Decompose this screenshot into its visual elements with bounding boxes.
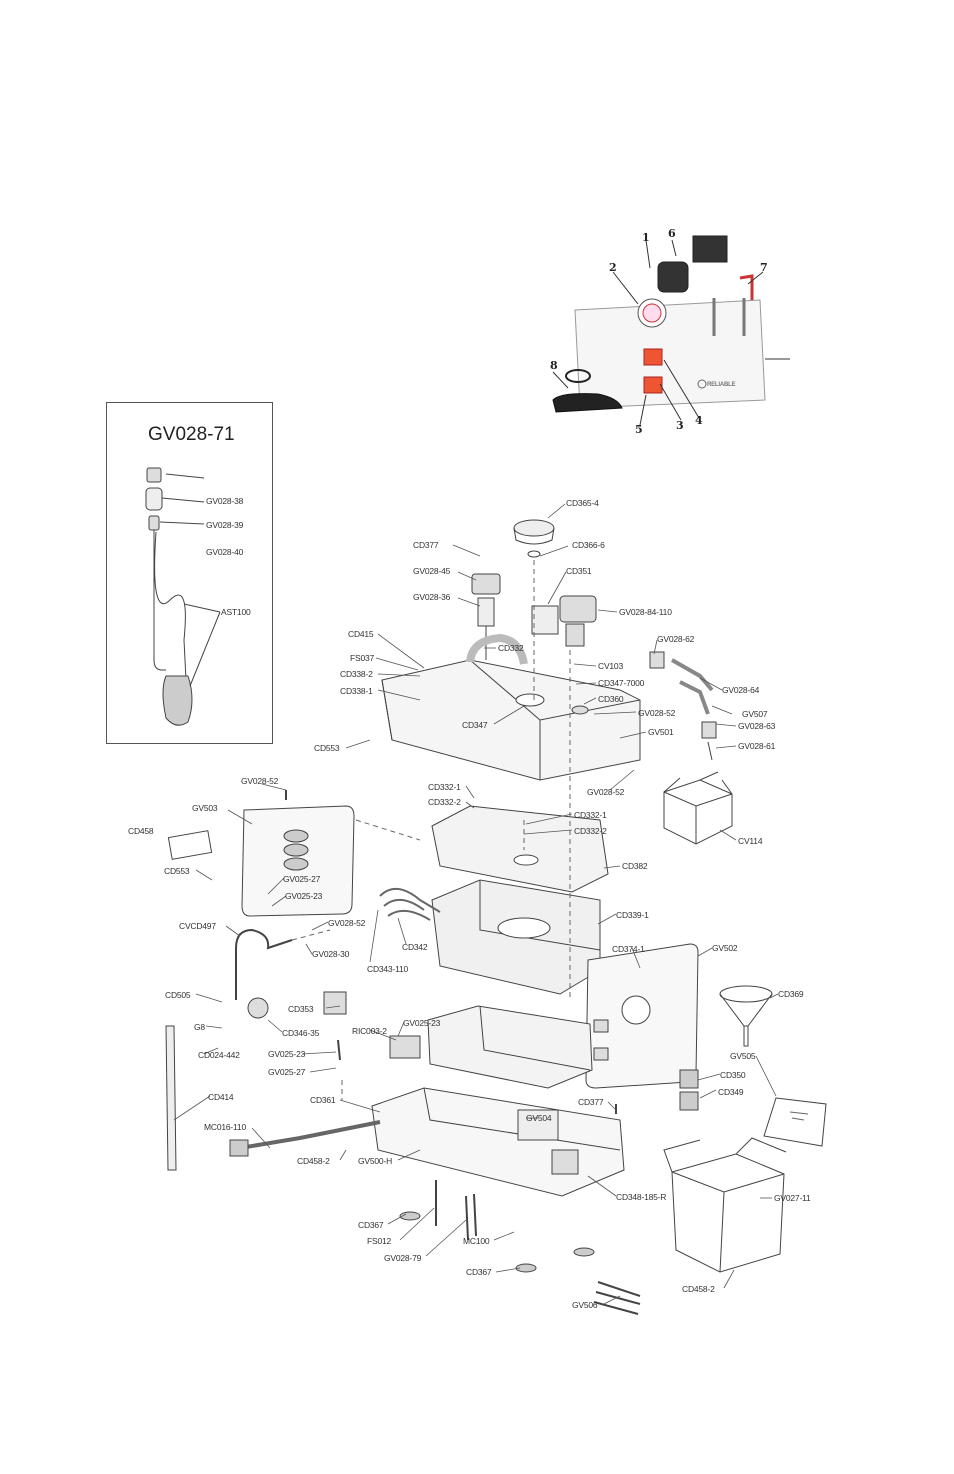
photo-callout: 6	[668, 227, 676, 240]
part-label: CD339-1	[616, 910, 649, 920]
product-photo-drawing	[552, 235, 790, 426]
part-label: CD377	[413, 540, 439, 550]
part-label: GV028-45	[413, 566, 451, 576]
part-label: GV028-52	[638, 708, 676, 718]
part-label: GV028-64	[722, 685, 760, 695]
part-label: GV028-52	[241, 776, 279, 786]
part-label: MC100	[463, 1236, 490, 1246]
part-label: GV025-27	[268, 1067, 306, 1077]
leader-lines	[173, 503, 779, 1305]
part-label: CD369	[778, 989, 804, 999]
part-label: CD377	[578, 1097, 604, 1107]
part-label: GV500-H	[358, 1156, 393, 1166]
part-label: CD367	[466, 1267, 492, 1277]
part-label: CD366-6	[572, 540, 605, 550]
part-label: CV103	[598, 661, 623, 671]
part-label: GV506	[572, 1300, 598, 1310]
photo-callout: 2	[609, 261, 617, 274]
components	[165, 519, 827, 1315]
part-label: CD346-35	[282, 1028, 320, 1038]
part-label: CD458-2	[297, 1156, 330, 1166]
part-label: CD342	[402, 942, 428, 952]
part-label: GV502	[712, 943, 738, 953]
part-label: GV507	[742, 709, 768, 719]
part-label: CD415	[348, 629, 374, 639]
part-label: CD343-110	[367, 964, 409, 974]
photo-callout: 1	[642, 231, 650, 244]
inset-part-label: GV028-40	[206, 547, 244, 557]
part-label: CD332	[498, 643, 524, 653]
part-label: GV028-84-110	[619, 607, 672, 617]
part-label: RIC003-2	[352, 1026, 387, 1036]
part-label: CD338-1	[340, 686, 373, 696]
part-label: CD332-2	[428, 797, 461, 807]
part-label: CD505	[165, 990, 191, 1000]
part-label: GV025-23	[285, 891, 323, 901]
part-label: GV028-52	[328, 918, 366, 928]
part-label: GV028-52	[587, 787, 625, 797]
part-label: GV025-23	[268, 1049, 306, 1059]
part-label: FS037	[350, 653, 375, 663]
part-label: GV028-61	[738, 741, 776, 751]
part-label: GV028-36	[413, 592, 451, 602]
part-label: CD349	[718, 1087, 744, 1097]
brand-logo-text: RELIABLE	[707, 382, 736, 388]
part-label: CD361	[310, 1095, 336, 1105]
part-label: CD024-442	[198, 1050, 240, 1060]
part-label: CD353	[288, 1004, 314, 1014]
part-label: CD347	[462, 720, 488, 730]
part-label: CV114	[738, 836, 763, 846]
part-label: CVCD497	[179, 921, 216, 931]
part-label: CD338-2	[340, 669, 373, 679]
part-label: CD360	[598, 694, 624, 704]
part-label: GV505	[730, 1051, 756, 1061]
part-label: CD332-1	[574, 810, 607, 820]
part-label: CD350	[720, 1070, 746, 1080]
part-label: CD374-1	[612, 944, 645, 954]
part-label: G8	[194, 1022, 205, 1032]
inset-part-label: GV028-39	[206, 520, 244, 530]
part-label: GV504	[526, 1113, 552, 1123]
part-label: GV028-30	[312, 949, 350, 959]
part-label: CD458	[128, 826, 154, 836]
photo-callout: 7	[760, 261, 768, 274]
part-label: GV028-63	[738, 721, 776, 731]
part-label: CD553	[314, 743, 340, 753]
part-label: CD382	[622, 861, 648, 871]
part-label: GV028-62	[657, 634, 695, 644]
part-label: CD365-4	[566, 498, 599, 508]
part-label: CD332-2	[574, 826, 607, 836]
inset-part-label: GV028-38	[206, 496, 244, 506]
photo-callout: 8	[550, 359, 558, 372]
part-label: CD332-1	[428, 782, 461, 792]
photo-callout: 5	[635, 423, 643, 436]
inset-part-label: AST100	[221, 607, 251, 617]
part-label: CD414	[208, 1092, 234, 1102]
part-label: GV025-27	[283, 874, 321, 884]
part-label: CD553	[164, 866, 190, 876]
part-label: CD351	[566, 566, 592, 576]
handpiece-inset	[106, 402, 273, 744]
part-label: GV027-11	[774, 1193, 811, 1203]
part-label: MC016-110	[204, 1122, 246, 1132]
part-label: GV028-79	[384, 1253, 422, 1263]
photo-callout: 4	[695, 414, 703, 427]
inset-title: GV028-71	[148, 424, 235, 445]
part-label: CD367	[358, 1220, 384, 1230]
part-label: FS012	[367, 1236, 392, 1246]
assembly-guides	[291, 560, 571, 1100]
part-label: GV025-23	[403, 1018, 441, 1028]
part-label: CD348-185-R	[616, 1192, 667, 1202]
photo-callout: 3	[676, 419, 684, 432]
part-label: GV501	[648, 727, 674, 737]
part-label: CD458-2	[682, 1284, 715, 1294]
handpiece-drawing	[145, 467, 221, 726]
part-label: CD347-7000	[598, 678, 645, 688]
part-label: GV503	[192, 803, 218, 813]
